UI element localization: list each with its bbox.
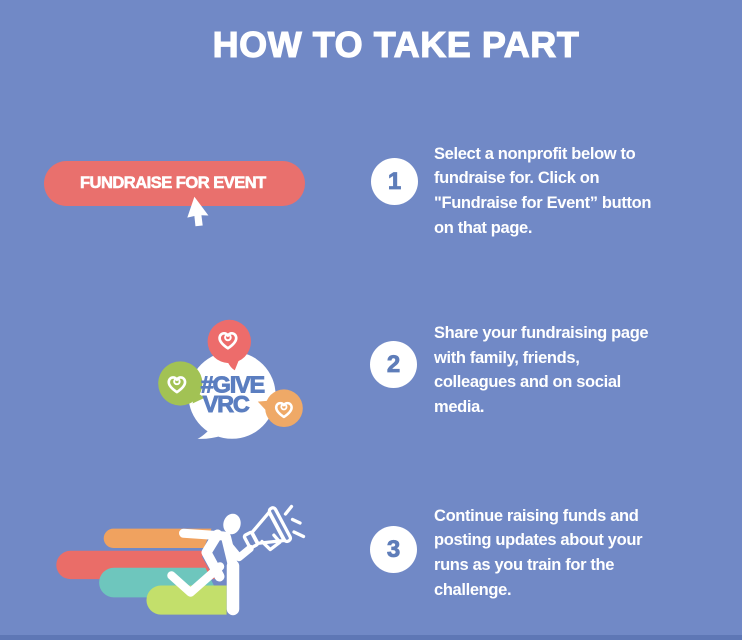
svg-text:#GIVE: #GIVE xyxy=(201,372,265,398)
svg-text:VRC: VRC xyxy=(203,391,250,417)
